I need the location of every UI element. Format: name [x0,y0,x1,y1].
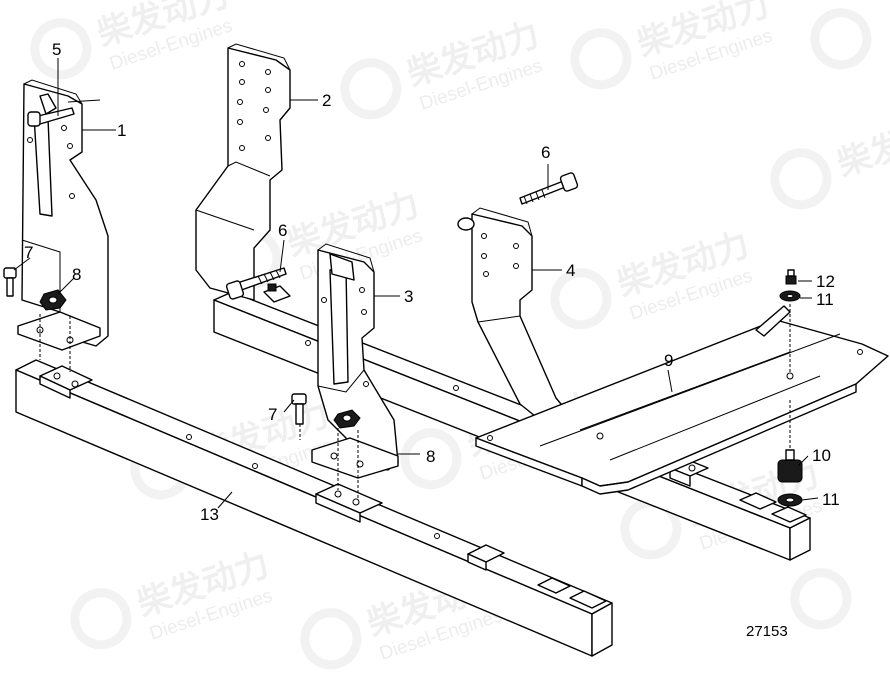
callout-12: 12 [816,272,835,291]
callout-3: 3 [404,287,413,306]
bolt-7-mid [291,393,307,425]
callout-13: 13 [200,505,219,524]
callout-8-left: 8 [72,265,81,284]
callout-1: 1 [117,121,126,140]
washer-12 [785,269,797,285]
callout-5: 5 [52,40,61,59]
nut-8-mid [333,409,361,429]
bolt-7-left [3,267,17,297]
callout-4: 4 [566,261,575,280]
watermark-brand: 柴发动力 [832,104,890,184]
callout-6-left: 6 [278,221,287,240]
callout-9: 9 [664,351,673,370]
bolt-6-right [519,172,579,205]
nut-8-left [39,289,67,311]
callout-7-mid: 7 [268,405,277,424]
mount-10 [777,449,803,483]
drawing-number: 27153 [746,623,788,640]
callout-11-bottom: 11 [822,490,840,509]
callout-8-mid: 8 [426,447,435,466]
callout-6-right: 6 [541,143,550,162]
rail-front [15,359,613,657]
callout-11-top: 11 [816,290,834,309]
bolt-5 [27,107,75,127]
callout-7-left: 7 [24,243,33,262]
washer-11-top [779,290,801,302]
leader-lines [13,58,819,509]
bracket-2 [195,43,291,301]
bolt-6-left [225,267,291,303]
callout-10: 10 [812,446,831,465]
callout-labels: 5 1 2 6 6 3 4 7 8 7 8 9 12 11 10 11 13 [24,40,840,524]
plate-9 [475,305,889,495]
washer-11-bottom [777,493,803,507]
callout-2: 2 [322,91,331,110]
bracket-1 [17,79,109,351]
